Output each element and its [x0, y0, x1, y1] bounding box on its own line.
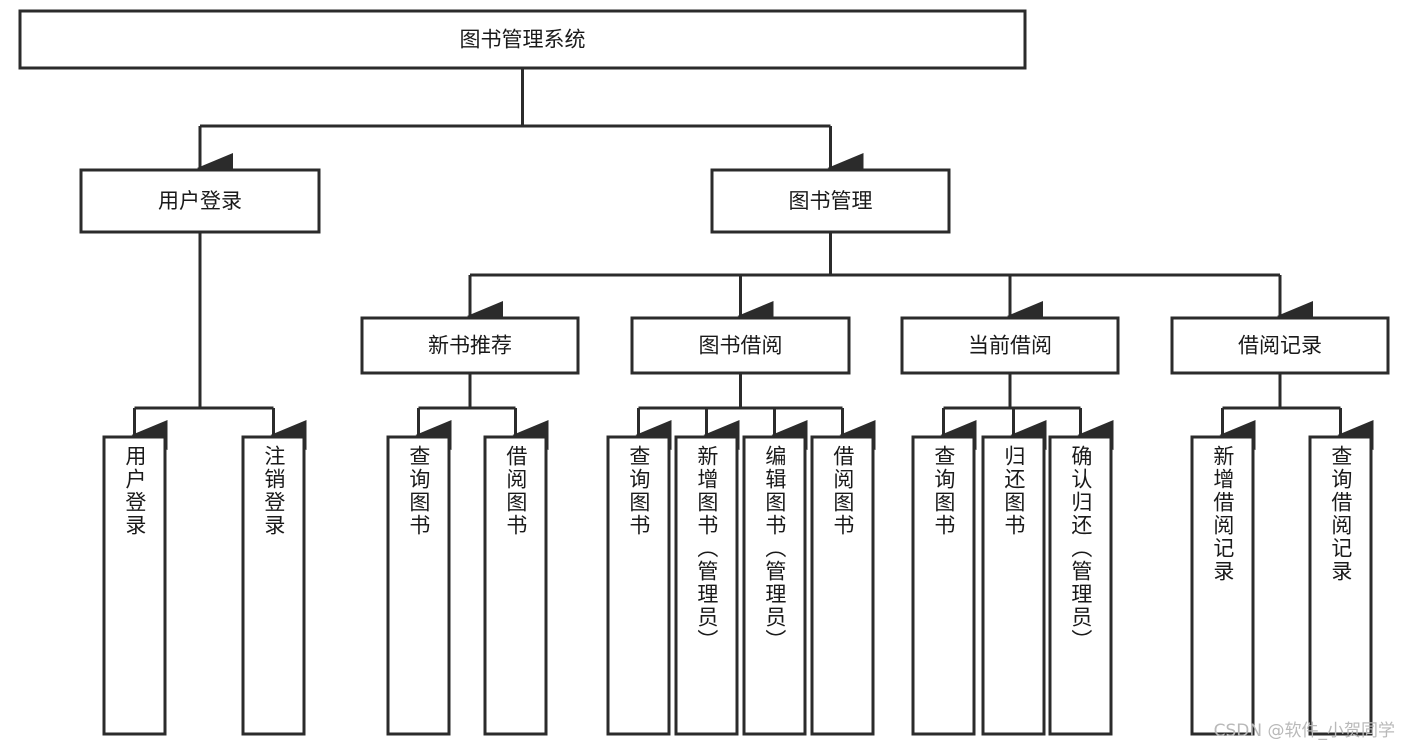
- leaf-box-1[interactable]: [241, 435, 306, 736]
- leaf-box-4[interactable]: [606, 435, 671, 736]
- level3-label-0: 新书推荐: [428, 334, 512, 358]
- leaf-box-10[interactable]: [1048, 435, 1113, 736]
- level3-label-3: 借阅记录: [1238, 334, 1322, 358]
- leaf-box-0[interactable]: [102, 435, 167, 736]
- leaf-box-8[interactable]: [911, 435, 976, 736]
- level3-box-1[interactable]: [630, 316, 851, 375]
- level2-box-1[interactable]: [710, 168, 951, 234]
- leaf-box-12[interactable]: [1308, 435, 1373, 736]
- leaf-box-11[interactable]: [1190, 435, 1255, 736]
- leaf-box-2[interactable]: [386, 435, 451, 736]
- leaf-box-7[interactable]: [810, 435, 875, 736]
- leaf-box-5[interactable]: [674, 435, 739, 736]
- level2-label-1: 图书管理: [789, 189, 873, 213]
- level3-box-0[interactable]: [360, 316, 580, 375]
- leaf-box-6[interactable]: [742, 435, 807, 736]
- level3-box-2[interactable]: [900, 316, 1120, 375]
- leaf-box-3[interactable]: [483, 435, 548, 736]
- level3-box-3[interactable]: [1170, 316, 1390, 375]
- level2-box-0[interactable]: [79, 168, 321, 234]
- csdn-watermark: CSDN @软件_小贺同学: [1213, 721, 1395, 741]
- level3-label-1: 图书借阅: [699, 334, 783, 358]
- boxes-layer: [18, 9, 1390, 736]
- connectors-layer: [131, 68, 1374, 450]
- level3-label-2: 当前借阅: [968, 334, 1052, 358]
- leaf-box-9[interactable]: [981, 435, 1046, 736]
- root-label: 图书管理系统: [460, 28, 586, 52]
- root-box[interactable]: [18, 9, 1027, 70]
- level2-label-0: 用户登录: [158, 189, 242, 213]
